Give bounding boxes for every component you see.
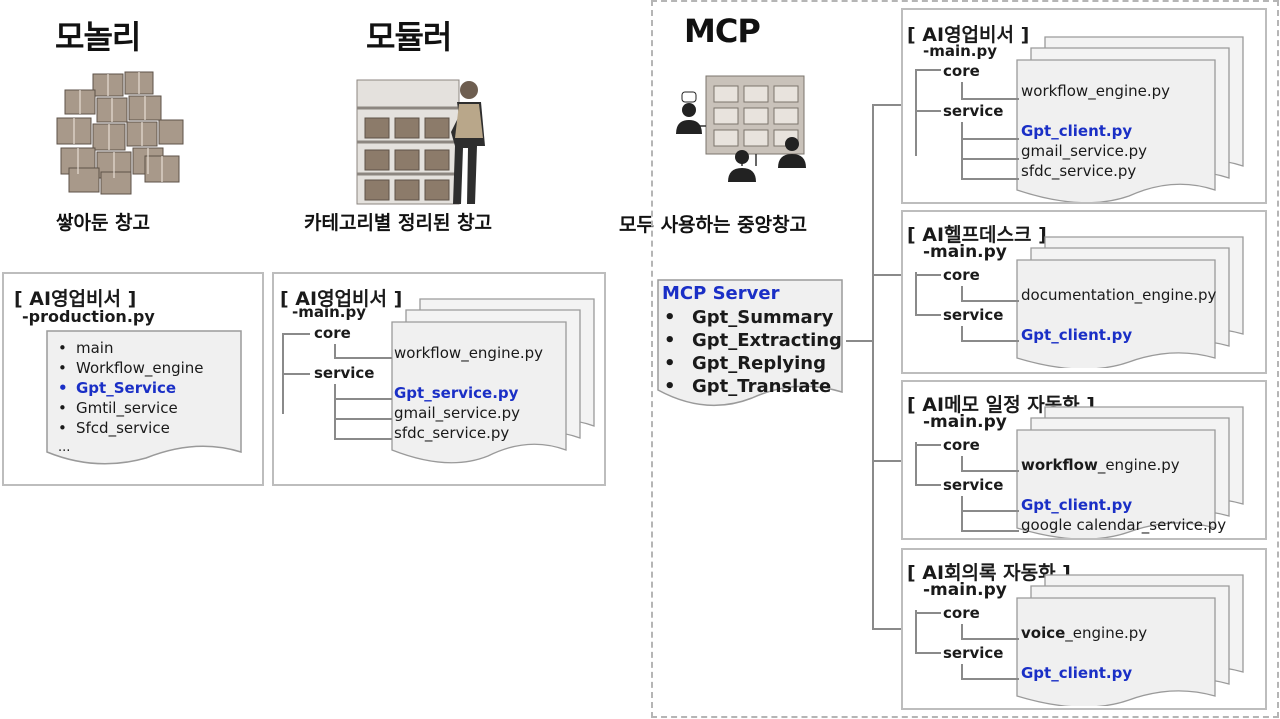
app-file-stack: [1016, 236, 1244, 368]
modular-core-label: core: [314, 324, 351, 342]
production-items: main Workflow_engine Gpt_Service Gmtil_s…: [54, 338, 204, 438]
list-item: Gpt_Service: [54, 378, 204, 398]
app-core-label: core: [943, 604, 980, 622]
app-main-label: -main.py: [923, 42, 998, 60]
app-box-helpdesk: [ AI헬프데스크 ] -main.py core service docume…: [901, 210, 1267, 374]
engine-prefix: workflow: [1021, 456, 1098, 474]
engine-file: voice_engine.py: [1021, 624, 1147, 642]
app-service-label: service: [943, 306, 1004, 324]
engine-file: workflow_engine.py: [1021, 82, 1171, 100]
production-file-label: -production.py: [22, 307, 155, 326]
client-file: Gpt_client.py: [1021, 326, 1133, 344]
app-box-sales: [ AI영업비서 ] -main.py core service workflo…: [901, 8, 1267, 204]
engine-suffix: _engine.py: [1065, 624, 1148, 642]
service-file: gmail_service.py: [1021, 142, 1148, 160]
app-file-stack: [1016, 406, 1244, 538]
mcp-region: [651, 0, 1279, 718]
list-item: Gpt_Translate: [660, 375, 840, 398]
app-core-label: core: [943, 266, 980, 284]
app-file-stack: [1016, 36, 1244, 202]
modular-app-box: [ AI영업비서 ] -main.py core service workflo…: [272, 272, 606, 486]
ellipsis: ...: [58, 440, 71, 455]
service-file: google calendar_service.py: [1021, 516, 1227, 534]
app-title: [ AI영업비서 ]: [907, 24, 1030, 46]
app-core-label: core: [943, 62, 980, 80]
app-file-stack: [1016, 574, 1244, 706]
modular-file: workflow_engine.py: [394, 344, 544, 362]
central-warehouse-illustration: [676, 75, 806, 182]
app-main-label: -main.py: [923, 412, 1007, 432]
client-file: Gpt_client.py: [1021, 496, 1133, 514]
engine-prefix: voice: [1021, 624, 1066, 642]
app-main-label: -main.py: [923, 580, 1007, 600]
list-item: main: [54, 338, 204, 358]
mcp-caption: 모두 사용하는 중앙창고: [619, 214, 808, 236]
client-file: Gpt_client.py: [1021, 122, 1133, 140]
mcp-server-title: MCP Server: [662, 283, 780, 304]
list-item: Gpt_Summary: [660, 306, 840, 329]
box-pile-illustration: [56, 71, 184, 195]
mcp-title: MCP: [684, 12, 761, 50]
list-item: Workflow_engine: [54, 358, 204, 378]
app-service-label: service: [943, 644, 1004, 662]
list-item: Gpt_Replying: [660, 352, 840, 375]
app-title: [ AI헬프데스크 ]: [907, 224, 1047, 246]
app-service-label: service: [943, 102, 1004, 120]
monolith-title: 모놀리: [55, 18, 141, 56]
engine-file: workflow_engine.py: [1021, 456, 1180, 474]
modular-file: sfdc_service.py: [394, 424, 510, 442]
modular-file: Gpt_service.py: [394, 384, 519, 402]
app-box-memo-schedule: [ AI메모 일정 자동화 ] -main.py core service wo…: [901, 380, 1267, 540]
modular-file: gmail_service.py: [394, 404, 521, 422]
modular-caption: 카테고리별 정리된 창고: [304, 212, 493, 234]
list-item: Sfcd_service: [54, 418, 204, 438]
app-service-label: service: [943, 476, 1004, 494]
app-core-label: core: [943, 436, 980, 454]
monolith-app-title: [ AI영업비서 ]: [14, 288, 137, 310]
app-title: [ AI회의록 자동화 ]: [907, 562, 1071, 584]
client-file: Gpt_client.py: [1021, 664, 1133, 682]
list-item: Gpt_Extracting: [660, 329, 842, 352]
engine-file: documentation_engine.py: [1021, 286, 1217, 304]
modular-title: 모듈러: [366, 18, 452, 56]
monolith-caption: 쌓아둔 창고: [56, 212, 151, 234]
app-main-label: -main.py: [923, 242, 1007, 262]
engine-suffix: _engine.py: [1097, 456, 1180, 474]
modular-service-label: service: [314, 364, 375, 382]
modular-app-title: [ AI영업비서 ]: [280, 288, 403, 310]
mcp-server-tools: Gpt_Summary Gpt_Extracting Gpt_Replying …: [660, 306, 842, 398]
shelf-with-person-illustration: [356, 79, 485, 205]
modular-main-label: -main.py: [292, 303, 367, 321]
modular-file-stack: [391, 298, 595, 464]
monolith-app-box: [ AI영업비서 ] -production.py main Workflow_…: [2, 272, 264, 486]
service-file: sfdc_service.py: [1021, 162, 1137, 180]
app-box-meeting-minutes: [ AI회의록 자동화 ] -main.py core service voic…: [901, 548, 1267, 710]
list-item: Gmtil_service: [54, 398, 204, 418]
